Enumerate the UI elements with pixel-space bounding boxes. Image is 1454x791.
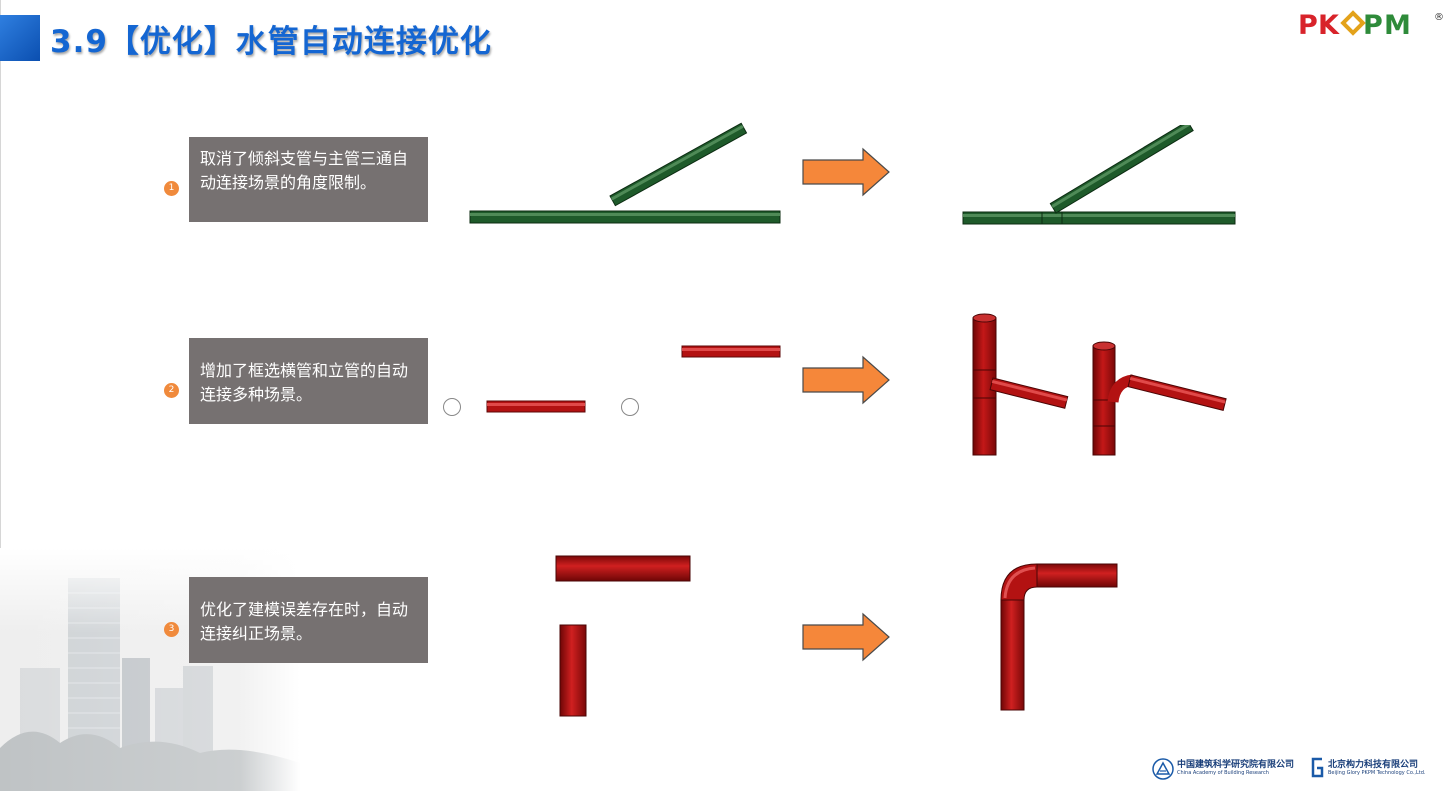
green-connected-main-pipe [962,211,1236,225]
red-thick-horizontal-pipe [555,555,691,582]
result-arrow-3 [802,612,890,662]
red-pipes-after [972,313,1227,456]
step-description-3: 优化了建模误差存在时，自动连接纠正场景。 [189,577,428,663]
vertical-pipe-right-top-view-icon [621,398,639,416]
vertical-pipe-left-top-view-icon [443,398,461,416]
left-border-line [0,0,1,791]
red-elbow-vertical-segment [1000,599,1025,711]
glory-pkpm-logo-icon [1311,757,1324,778]
pkpm-logo: P K P M ® [1298,10,1444,41]
result-arrow-1 [802,147,890,197]
red-misaligned-pipes-before [555,555,691,717]
red-lower-horizontal-pipe [486,400,586,413]
footer-pkpm-company-chinese: 北京构力科技有限公司 [1328,760,1419,770]
logo-p1: P [1298,10,1318,41]
step-marker-1: 1 [164,181,179,196]
footer-cabr: 中国建筑科学研究院有限公司 China Academy of Building … [1152,752,1304,784]
logo-m: M [1384,10,1411,41]
title-accent-block [0,15,40,61]
red-branch-left [989,377,1069,409]
footer-cabr-english: China Academy of Building Research [1177,770,1269,776]
green-inclined-branch-pipe [609,122,748,207]
red-elbow-bend [1000,563,1038,601]
page-title: 3.9【优化】水管自动连接优化 [50,24,492,60]
red-pipes-before [443,345,781,416]
logo-k: K [1318,10,1340,41]
green-pipe-before [469,122,781,224]
red-branch-right-with-elbow [1107,374,1227,411]
green-main-pipe [469,210,781,224]
city-background-illustration [0,548,300,791]
footer-pkpm-company-english: Beijing Glory PKPM Technology Co.,Ltd. [1328,770,1426,776]
result-arrow-2 [802,355,890,405]
red-riser-right [1092,341,1116,456]
step-description-2: 增加了框选横管和立管的自动连接多种场景。 [189,338,428,424]
green-connected-branch-pipe [1049,125,1194,214]
red-riser-left [972,313,997,456]
logo-diamond-icon [1340,10,1366,36]
red-thick-vertical-pipe [559,624,587,717]
logo-p2: P [1363,10,1383,41]
footer-cabr-chinese: 中国建筑科学研究院有限公司 [1177,760,1295,770]
red-upper-horizontal-pipe [681,345,781,358]
step-marker-2: 2 [164,383,179,398]
green-pipe-after [962,125,1236,225]
logo-registered-mark: ® [1434,12,1444,23]
step-description-1: 取消了倾斜支管与主管三通自动连接场景的角度限制。 [189,137,428,222]
red-elbow-pipe-after [1000,563,1118,711]
red-elbow-horizontal-segment [1036,563,1118,588]
cabr-emblem-icon [1152,758,1174,780]
footer-pkpm-company: 北京构力科技有限公司 Beijing Glory PKPM Technology… [1308,752,1446,784]
step-marker-3: 3 [164,622,179,637]
